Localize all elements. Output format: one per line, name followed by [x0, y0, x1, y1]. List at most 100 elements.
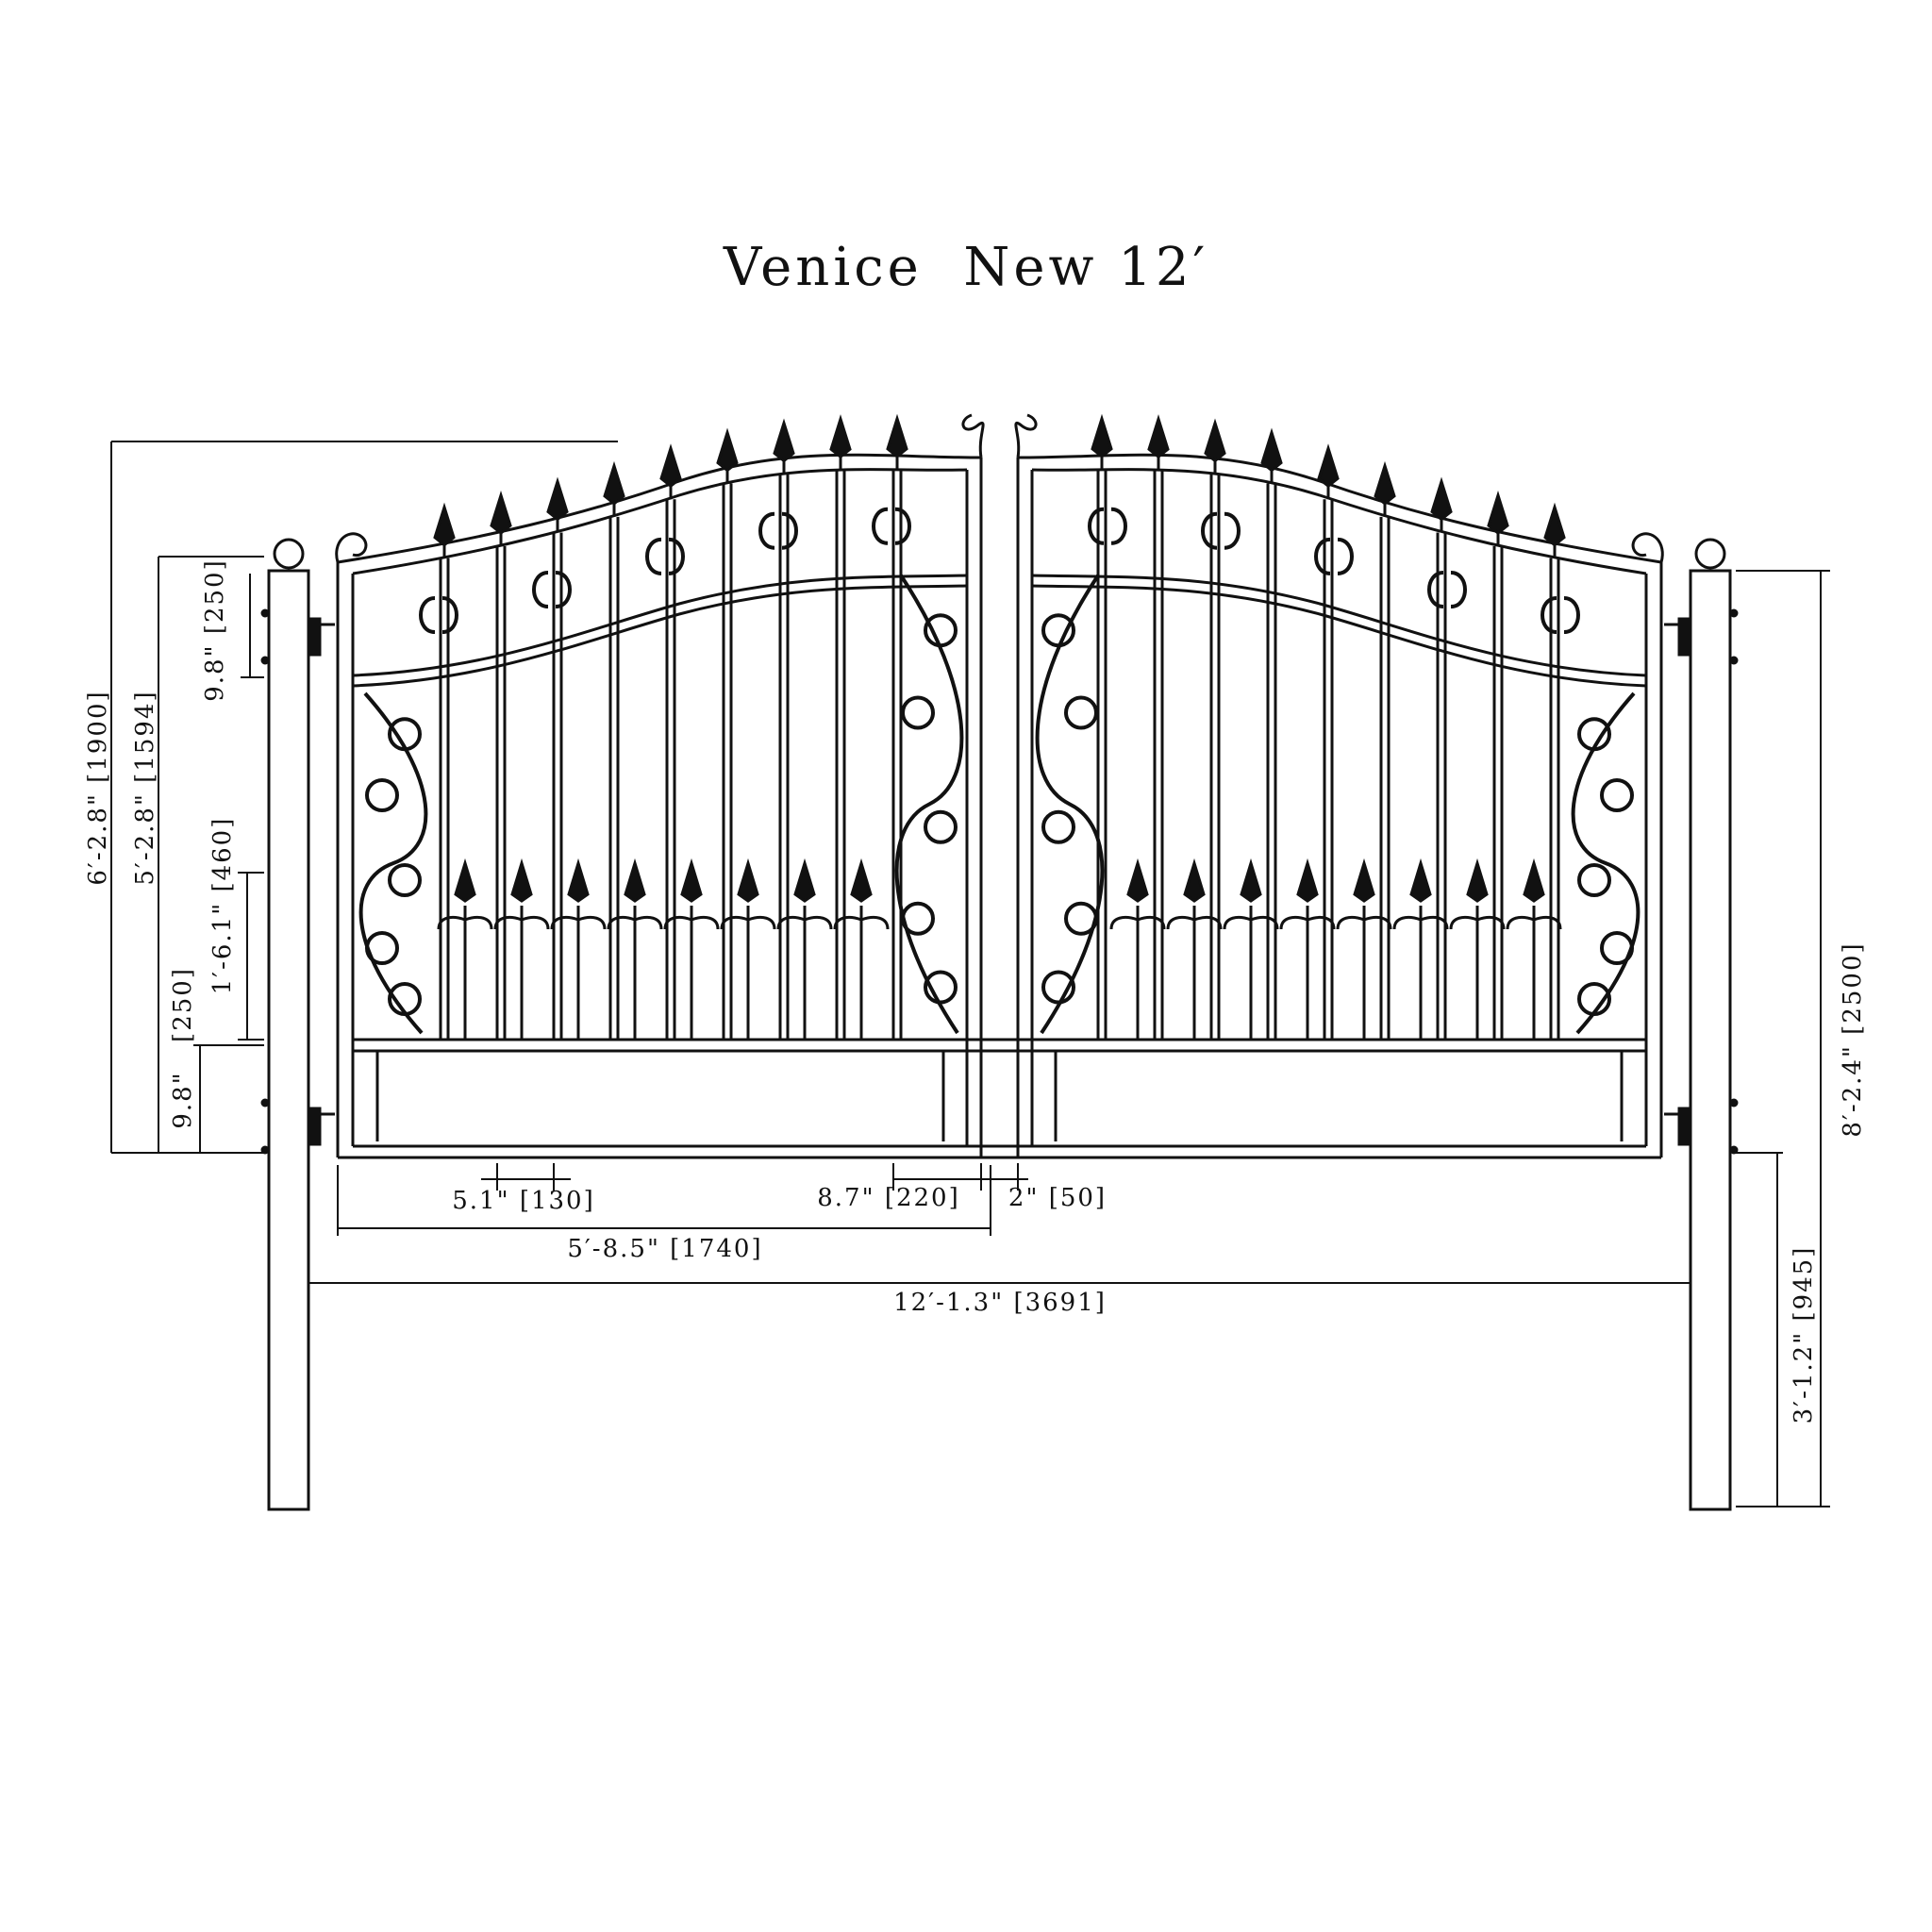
top-band-scroll — [1314, 537, 1354, 575]
inner-s-scroll-curl — [1064, 901, 1098, 936]
hinge-left-bottom — [260, 1098, 335, 1155]
short-picket-finial — [1353, 858, 1375, 903]
outer-s-scroll-curl — [365, 778, 399, 812]
post-cap-left — [273, 538, 305, 570]
inner-s-scroll-curl — [924, 613, 958, 648]
outer-s-scroll-curl — [388, 717, 422, 752]
short-picket-finial — [510, 858, 533, 903]
top-band-scroll — [1201, 511, 1241, 550]
inner-s-scroll-curl — [924, 970, 958, 1005]
outer-s-scroll-curl — [388, 863, 422, 897]
short-picket-finial — [1409, 858, 1432, 903]
tall-picket-finial — [1317, 443, 1340, 500]
short-picket-scroll — [1223, 916, 1279, 930]
tall-picket-finial — [1430, 476, 1453, 533]
short-picket-scroll — [833, 916, 890, 930]
tall-picket-finial — [829, 414, 852, 471]
top-band-scroll — [419, 596, 458, 635]
leaf-curl-inner — [961, 413, 985, 458]
dim-picket-section: 1′-6.1" [460] — [208, 817, 237, 995]
top-band-scroll — [645, 537, 685, 575]
tall-picket-finial — [1147, 414, 1170, 471]
short-picket-scroll — [1392, 916, 1449, 930]
inner-s-scroll-curl — [1041, 613, 1075, 648]
dim-panel-height: 5′-2.8" [1594] — [131, 690, 159, 885]
inner-s-scroll-curl — [924, 809, 958, 844]
leaf-curl-outer — [1631, 532, 1664, 563]
short-picket-scroll — [1166, 916, 1223, 930]
leaf-curl-outer — [335, 532, 368, 563]
posts — [260, 538, 1739, 1511]
short-picket-scroll — [550, 916, 607, 930]
short-picket-finial — [567, 858, 590, 903]
tall-picket-finial — [1260, 427, 1283, 484]
post-left — [267, 569, 310, 1511]
inner-s-scroll-curl — [901, 695, 935, 730]
hinge-right-top — [1664, 608, 1739, 665]
short-picket-scroll — [1279, 916, 1336, 930]
short-picket-finial — [1296, 858, 1319, 903]
tall-picket-finial — [1487, 491, 1509, 547]
tall-picket-finial — [773, 418, 795, 475]
inner-s-scroll — [894, 574, 964, 1035]
short-picket-finial — [1466, 858, 1489, 903]
short-picket-finial — [624, 858, 646, 903]
short-picket-scroll — [1449, 916, 1506, 930]
dim-post-embed: 3′-1.2" [945] — [1790, 1246, 1818, 1424]
dimension-lines — [110, 441, 1830, 1507]
tall-picket-finial — [603, 460, 625, 517]
leaf-arch-rail-inner — [352, 584, 968, 688]
tall-picket-finial — [886, 413, 908, 470]
outer-s-scroll-curl — [365, 931, 399, 965]
top-band-scroll — [1541, 596, 1580, 635]
dim-top-band: 9.8" [250] — [201, 558, 229, 702]
leaf-top-rail-inner — [1031, 468, 1647, 575]
dim-center-gap: 2" [50] — [1008, 1184, 1107, 1212]
dim-picket-spacing: 5.1" [130] — [452, 1187, 595, 1215]
short-picket-finial — [850, 858, 873, 903]
post-right — [1689, 569, 1732, 1511]
dim-bottom-band-mm: [250] — [169, 967, 197, 1042]
short-picket-finial — [454, 858, 476, 903]
tall-picket-finial — [490, 491, 512, 547]
top-band-scroll — [1427, 571, 1467, 609]
short-picket-finial — [680, 858, 703, 903]
short-picket-finial — [1126, 858, 1149, 903]
top-band-scroll — [758, 511, 798, 550]
dim-total-width: 12′-1.3" [3691] — [893, 1289, 1107, 1317]
tall-picket-finial — [1091, 413, 1113, 470]
outer-s-scroll-curl — [388, 982, 422, 1016]
leaf-arch-rail — [352, 574, 968, 677]
short-picket-finial — [1523, 858, 1545, 903]
short-picket-finial — [737, 858, 759, 903]
dim-leaf-width: 5′-8.5" [1740] — [567, 1235, 762, 1263]
outer-s-scroll-curl — [1577, 863, 1611, 897]
inner-s-scroll — [1035, 574, 1105, 1035]
inner-s-scroll-curl — [1064, 695, 1098, 730]
tall-picket-finial — [716, 427, 739, 484]
short-picket-finial — [793, 858, 816, 903]
tall-picket-finial — [433, 502, 456, 558]
hinge-right-bottom — [1664, 1098, 1739, 1155]
leaf-arch-rail-inner — [1031, 584, 1647, 688]
leaf-curl-inner — [1014, 413, 1038, 458]
tall-picket-finial — [1374, 460, 1396, 517]
outer-s-scroll-curl — [1577, 717, 1611, 752]
dim-overall-height: 6′-2.8" [1900] — [84, 690, 112, 885]
dim-post-height: 8′-2.4" [2500] — [1839, 941, 1867, 1137]
tall-picket-finial — [546, 476, 569, 533]
short-picket-scroll — [1506, 916, 1562, 930]
short-picket-scroll — [663, 916, 720, 930]
top-band-scroll — [872, 507, 911, 545]
short-picket-scroll — [1109, 916, 1166, 930]
left-gate-leaf — [335, 413, 985, 1159]
leaf-arch-rail — [1031, 574, 1647, 677]
inner-s-scroll-curl — [1041, 809, 1075, 844]
tall-picket-finial — [1204, 418, 1226, 475]
tall-picket-finial — [659, 443, 682, 500]
outer-s-scroll-curl — [1577, 982, 1611, 1016]
inner-s-scroll-curl — [901, 901, 935, 936]
leaf-top-rail-inner — [352, 468, 968, 575]
short-picket-scroll — [437, 916, 493, 930]
